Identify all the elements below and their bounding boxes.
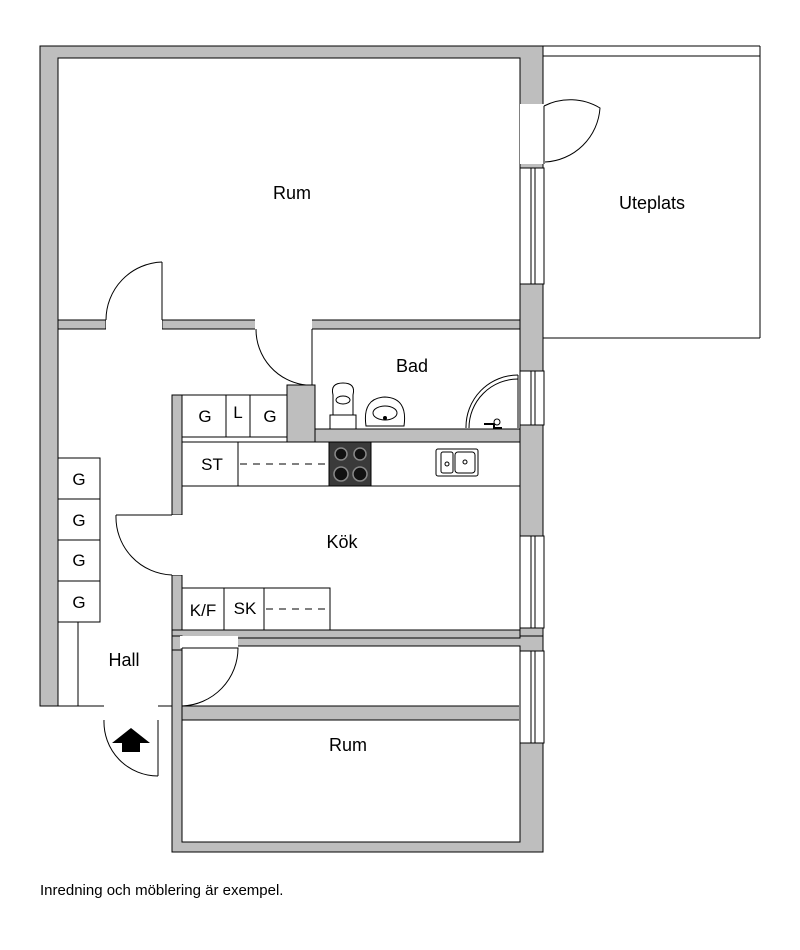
stove-icon <box>328 441 372 487</box>
door-rum-bottom <box>181 647 239 707</box>
counter-label-st: ST <box>201 455 223 474</box>
wall-kok-bottom <box>171 629 521 639</box>
wall-rum-bottom-left <box>57 319 107 330</box>
closet-label-l: L <box>233 403 242 422</box>
wall-rum-bottom-right <box>161 319 521 330</box>
wall-bad-kok <box>314 428 521 443</box>
counter-label-kf: K/F <box>190 601 216 620</box>
disclaimer-note: Inredning och möblering är exempel. <box>40 882 284 899</box>
shower-icon <box>465 374 519 429</box>
door-rum-top <box>105 261 163 321</box>
wardrobe-label-g3: G <box>72 551 85 570</box>
window-rum-top <box>519 167 545 285</box>
uteplats-terrace <box>543 45 761 339</box>
doors <box>103 99 601 777</box>
room-label-bad: Bad <box>396 356 428 376</box>
door-entrance <box>103 719 159 777</box>
outer-wall-upper <box>39 45 544 721</box>
kitchen-lower-counter <box>181 587 331 631</box>
entrance-arrow-icon <box>112 728 150 752</box>
door-bad <box>255 328 313 386</box>
walls <box>39 45 544 853</box>
wardrobe-label-g1: G <box>72 470 85 489</box>
washbasin-icon <box>364 396 406 427</box>
room-label-hall: Hall <box>108 650 139 670</box>
room-label-uteplats: Uteplats <box>619 193 685 213</box>
room-label-rum-top: Rum <box>273 183 311 203</box>
sink-icon <box>435 448 479 477</box>
window-rum-bottom <box>519 650 545 744</box>
door-uteplats <box>543 99 601 164</box>
window-kok <box>519 535 545 629</box>
closet-row <box>181 394 288 438</box>
room-label-kok: Kök <box>326 532 358 552</box>
room-label-rum-bottom: Rum <box>329 735 367 755</box>
wardrobe-label-g4: G <box>72 593 85 612</box>
windows <box>519 167 545 744</box>
wall-closet-left <box>171 394 183 516</box>
hall-wardrobes <box>57 457 101 706</box>
window-bad <box>519 370 545 426</box>
closet-label-g1: G <box>198 407 211 426</box>
wardrobe-label-g2: G <box>72 511 85 530</box>
toilet-icon <box>329 382 357 430</box>
wall-bad-left <box>286 384 316 443</box>
closet-label-g2: G <box>263 407 276 426</box>
door-kok <box>115 514 173 576</box>
counter-label-sk: SK <box>234 599 257 618</box>
